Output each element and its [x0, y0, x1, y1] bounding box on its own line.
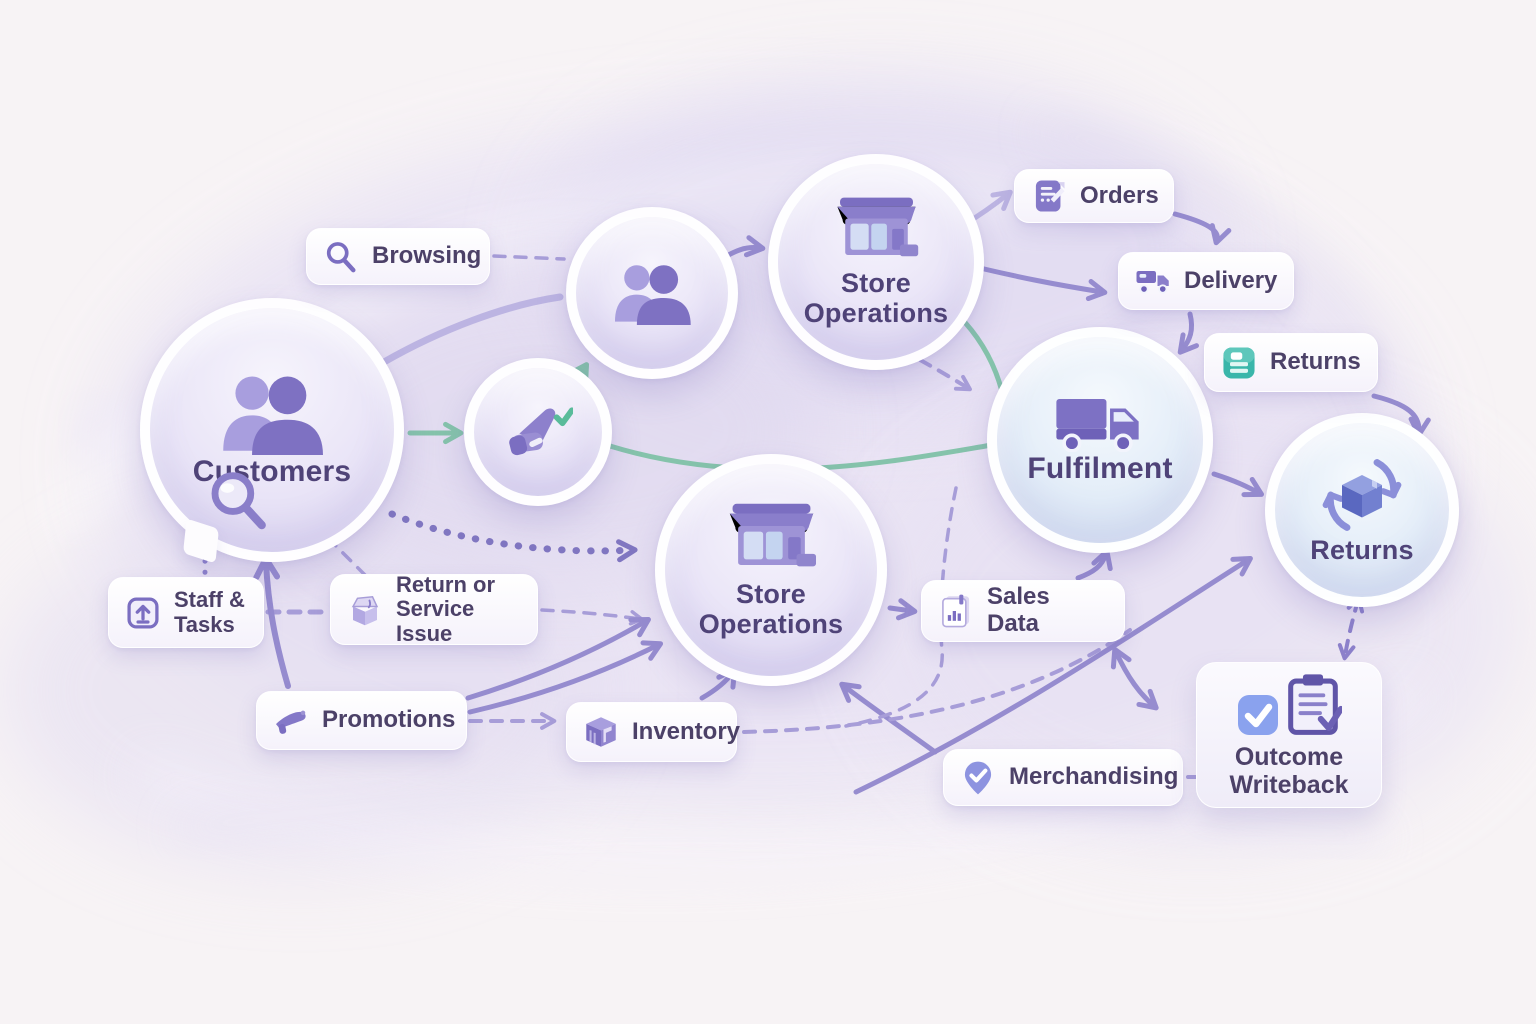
edge-customers-to-shoppers [380, 293, 564, 366]
truck-icon [1054, 394, 1147, 454]
promo-megaphone-icon [273, 706, 309, 735]
open-box-icon [347, 593, 383, 626]
search-icon [323, 239, 359, 275]
node-store-operations-mid: Store Operations [655, 454, 887, 686]
order-doc-icon [1031, 178, 1067, 214]
returns-pill-label: Returns [1270, 348, 1361, 376]
fulfilment-label: Fulfilment [1027, 452, 1173, 486]
sales-doc-icon [938, 593, 974, 629]
pill-merchandising: Merchandising [943, 749, 1183, 806]
edge-campaign-to-fulfilment [607, 433, 1010, 472]
edge-customers-to-store-operations-mid [388, 510, 638, 563]
edge-store-operations-mid-to-sales-data [887, 598, 918, 621]
browsing-label: Browsing [372, 242, 482, 270]
edge-returns-pill-to-returns-cycle [1371, 393, 1431, 438]
storefront-icon [724, 501, 819, 579]
store-operations-mid-label: Store Operations [698, 578, 844, 639]
node-store-operations-top: Store Operations [768, 154, 984, 370]
edge-promotions-to-store-operations-mid [467, 640, 664, 715]
clipboard-check-icon [1284, 672, 1344, 737]
delivery-label: Delivery [1184, 266, 1278, 294]
pill-return-service: Return or Service Issue [330, 571, 538, 646]
orders-label: Orders [1080, 181, 1159, 209]
node-shoppers [566, 207, 738, 379]
edge-fulfilment-to-outcome-writeback [1110, 646, 1159, 711]
pill-inventory: Inventory [566, 702, 741, 762]
outcome-writeback-label: Outcome Writeback [1229, 742, 1349, 800]
megaphone-check-icon [503, 401, 575, 464]
people-icon [218, 371, 326, 456]
edge-promotions-to-store-operations-mid [465, 617, 651, 701]
edge-browsing-to-shoppers [492, 254, 566, 261]
node-fulfilment: Fulfilment [987, 327, 1213, 553]
pill-staff-tasks: Staff & Tasks [108, 577, 264, 648]
pill-returns-pill: Returns [1204, 333, 1378, 392]
node-campaign [464, 358, 612, 506]
merchandising-label: Merchandising [1009, 763, 1179, 791]
staff-tasks-label: Staff & Tasks [174, 586, 245, 637]
edge-sales-data-to-fulfilment [1075, 548, 1113, 581]
pill-promotions: Promotions [256, 691, 467, 750]
promotions-label: Promotions [322, 706, 456, 734]
inventory-box-icon [583, 714, 619, 750]
pill-sales-data: Sales Data [921, 580, 1125, 642]
edge-orders-to-delivery [1172, 211, 1232, 246]
sales-data-label: Sales Data [987, 583, 1050, 637]
delivery-truck-icon [1135, 268, 1171, 295]
edge-fulfilment-to-returns-cycle [1211, 471, 1265, 498]
checkbox-icon [1236, 693, 1280, 737]
edge-merchandising-to-store-operations-mid [839, 681, 938, 755]
pill-browsing: Browsing [306, 228, 490, 285]
node-customers: Customers [140, 298, 404, 564]
merch-pin-icon [960, 760, 996, 796]
store-operations-top-label: Store Operations [803, 268, 949, 329]
card-outcome-writeback: Outcome Writeback [1196, 662, 1382, 808]
storefront-icon [832, 195, 921, 268]
edge-merchandising-to-returns-cycle [853, 555, 1253, 795]
inventory-label: Inventory [632, 717, 741, 745]
edge-inventory-to-returns-cycle [742, 628, 1132, 734]
staff-badge-icon [125, 595, 161, 631]
edge-fulfilment-to-sales-data [844, 486, 958, 728]
returns-cycle-label: Returns [1310, 534, 1414, 565]
people-icon [611, 261, 693, 325]
magnifier-icon [204, 466, 270, 532]
edge-promotions-to-customers [253, 555, 291, 689]
pill-orders: Orders [1014, 169, 1174, 223]
edge-delivery-to-fulfilment [1177, 311, 1200, 355]
pill-delivery: Delivery [1118, 252, 1294, 310]
return-service-label: Return or Service Issue [396, 571, 495, 646]
node-returns-cycle: Returns [1265, 413, 1459, 607]
returns-doc-icon [1221, 345, 1257, 381]
box-cycle-icon [1322, 455, 1402, 535]
